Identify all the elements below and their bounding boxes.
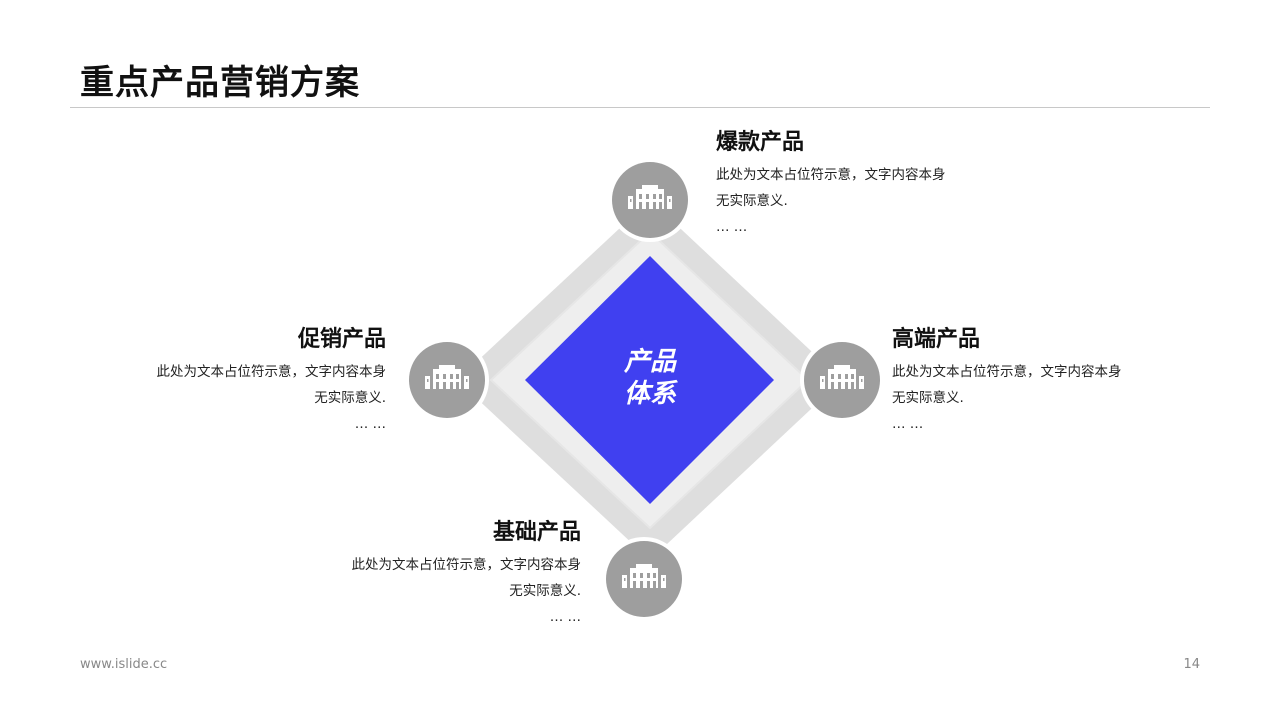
item-heading: 爆款产品 [716,130,805,155]
node-bottom [602,537,686,621]
item-heading: 高端产品 [892,327,981,352]
item-top: 爆款产品 此处为文本占位符示意，文字内容本身 无实际意义. … … [716,128,986,240]
slide-title: 重点产品营销方案 [80,63,360,103]
page-number: 14 [1183,657,1200,672]
item-description: 此处为文本占位符示意，文字内容本身 无实际意义. … … [156,364,387,432]
item-description: 此处为文本占位符示意，文字内容本身 无实际意义. … … [351,557,582,625]
item-right: 高端产品 此处为文本占位符示意，文字内容本身 无实际意义. … … [892,325,1162,437]
center-label-line1: 产品 [623,347,676,377]
node-right [800,338,884,422]
frame-edge-lines [489,231,810,530]
item-heading: 促销产品 [297,327,386,352]
item-description: 此处为文本占位符示意，文字内容本身 无实际意义. … … [716,167,946,235]
item-left: 促销产品 此处为文本占位符示意，文字内容本身 无实际意义. … … [116,325,387,437]
center-label: 产品 体系 [590,346,710,410]
center-diamond [525,256,774,504]
footer-url[interactable]: www.islide.cc [80,657,168,672]
center-label-line2: 体系 [623,379,676,409]
item-description: 此处为文本占位符示意，文字内容本身 无实际意义. … … [892,364,1122,432]
node-top [608,158,692,242]
item-heading: 基础产品 [492,520,581,545]
title-divider [70,107,1210,108]
node-left [405,338,489,422]
item-bottom: 基础产品 此处为文本占位符示意，文字内容本身 无实际意义. … … [311,518,582,630]
